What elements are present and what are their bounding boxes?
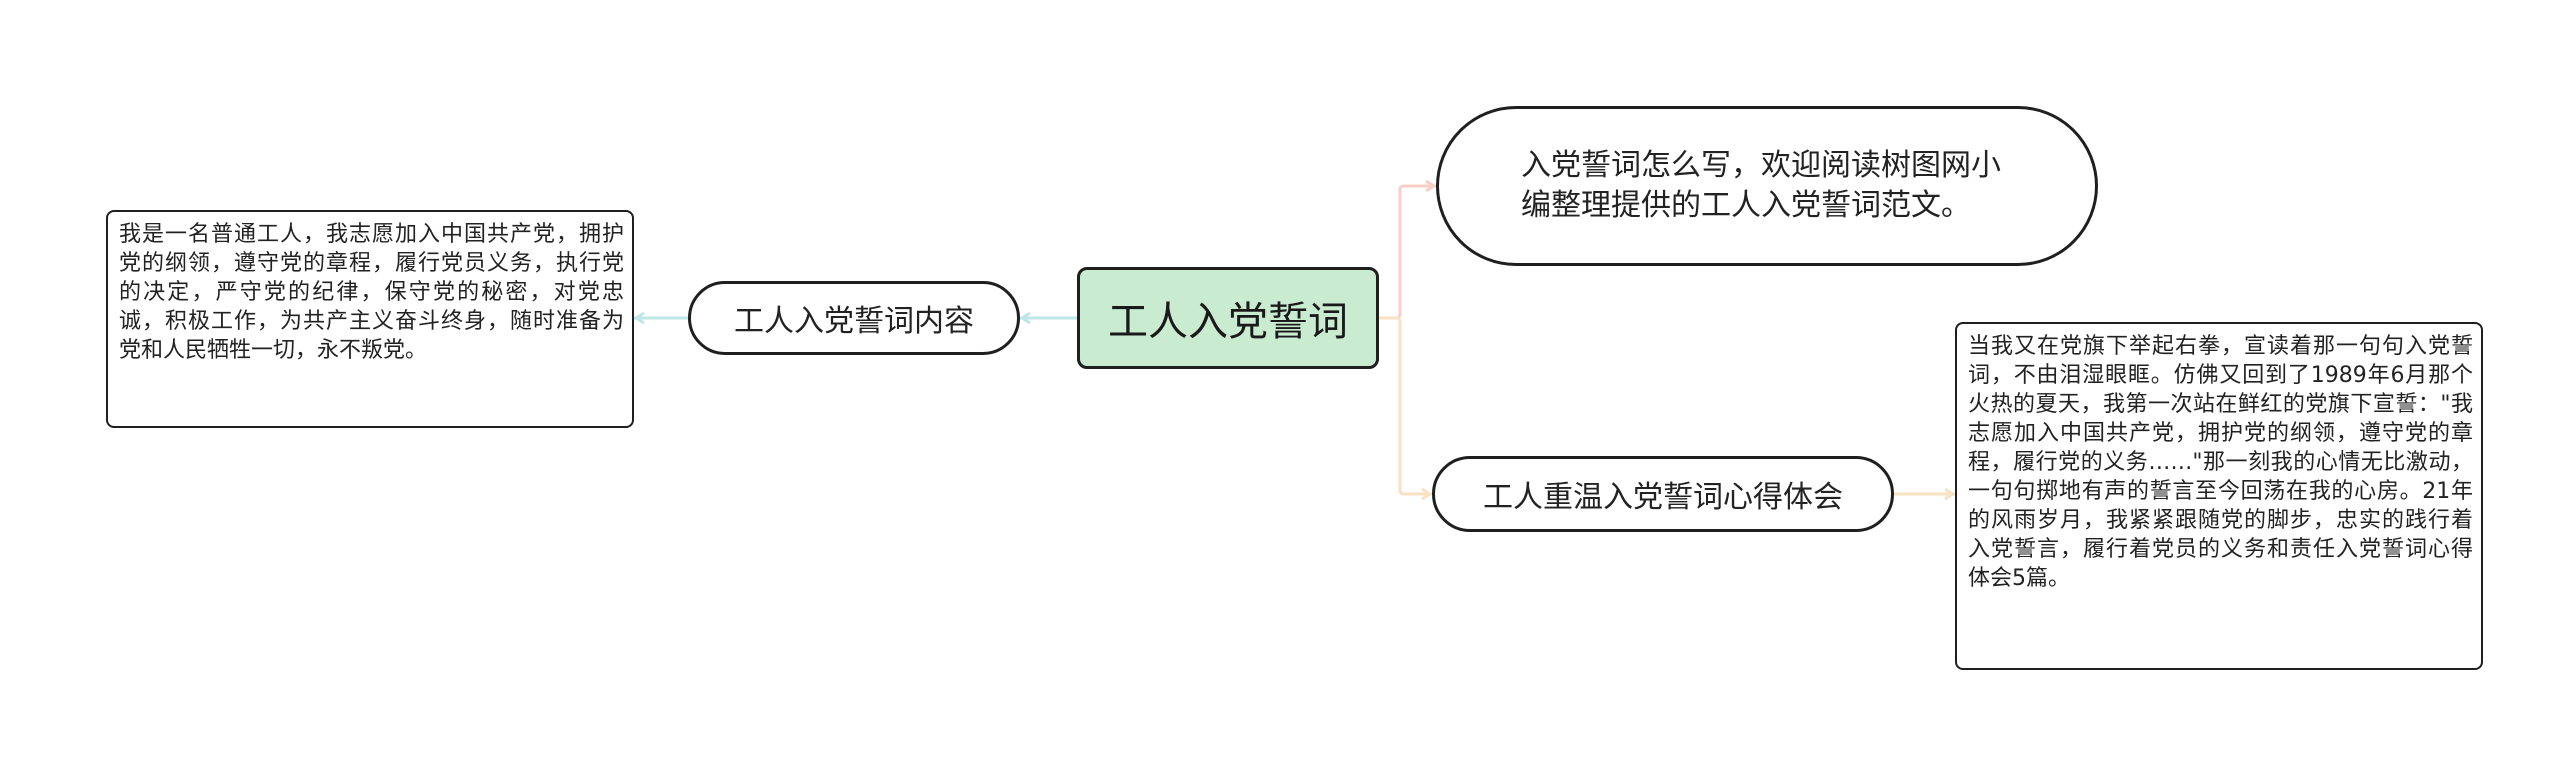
branch-node-reflection[interactable]: 工人重温入党誓词心得体会 <box>1432 456 1894 532</box>
root-node[interactable]: 工人入党誓词 <box>1077 267 1379 369</box>
arrow-left-branch-to-leaf <box>633 311 645 325</box>
connector-root-to-right-low <box>1379 316 1432 496</box>
arrow-right-low-to-leaf <box>1944 487 1956 501</box>
leaf-node-oath-text[interactable]: 我是一名普通工人，我志愿加入中国共产党，拥护党的纲领，遵守党的章程，履行党员义务… <box>106 210 634 428</box>
root-node-label: 工人入党誓词 <box>1108 299 1348 345</box>
leaf-node-reflection-text[interactable]: 当我又在党旗下举起右拳，宣读着那一句句入党誓词，不由泪湿眼眶。仿佛又回到了198… <box>1955 322 2483 670</box>
leaf-node-reflection-text-label: 当我又在党旗下举起右拳，宣读着那一句句入党誓词，不由泪湿眼眶。仿佛又回到了198… <box>1968 334 2473 591</box>
branch-node-reflection-label: 工人重温入党誓词心得体会 <box>1483 480 1843 515</box>
branch-node-intro[interactable]: 入党誓词怎么写，欢迎阅读树图网小编整理提供的工人入党誓词范文。 <box>1436 106 2098 266</box>
arrow-root-to-left-branch <box>1019 311 1031 325</box>
arrow-root-to-right-low <box>1421 487 1433 501</box>
branch-node-content-label: 工人入党誓词内容 <box>734 304 974 339</box>
arrow-root-to-right-top <box>1425 179 1437 193</box>
connector-root-to-right-top <box>1379 184 1436 320</box>
leaf-node-oath-text-label: 我是一名普通工人，我志愿加入中国共产党，拥护党的纲领，遵守党的章程，履行党员义务… <box>119 222 624 363</box>
branch-node-intro-label: 入党誓词怎么写，欢迎阅读树图网小编整理提供的工人入党誓词范文。 <box>1521 148 2001 223</box>
branch-node-content[interactable]: 工人入党誓词内容 <box>688 281 1020 355</box>
